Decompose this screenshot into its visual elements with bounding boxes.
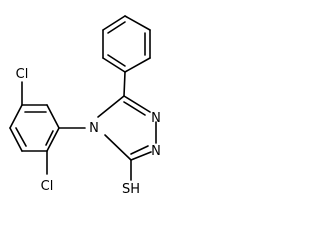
- thiol-label: SH: [122, 182, 140, 197]
- bond: [46, 127, 60, 152]
- double-bond-inner: [45, 130, 54, 146]
- bond: [104, 134, 132, 161]
- bond: [124, 57, 151, 73]
- nitrogen-label-ring: N: [89, 121, 99, 136]
- bond: [124, 15, 151, 31]
- chemical-structure-diagram: Cl Cl N N N SH: [9, 15, 161, 197]
- bond: [97, 95, 125, 118]
- bond-phenyl-triazole: [123, 71, 126, 97]
- phenyl-ring: [102, 15, 151, 73]
- triazole-ring: [97, 95, 157, 161]
- double-bond-inner: [107, 54, 126, 67]
- bond: [46, 104, 60, 129]
- bond: [102, 57, 126, 73]
- nitrogen-label-bottom-right: N: [151, 144, 161, 159]
- bond: [123, 95, 151, 113]
- double-bond-inner: [15, 127, 27, 147]
- chlorine-label-bottom: Cl: [41, 179, 54, 194]
- nitrogen-label-top-right: N: [151, 111, 161, 126]
- bond: [9, 104, 23, 129]
- dichlorophenyl-ring: [9, 104, 60, 152]
- bond: [102, 15, 126, 31]
- double-bond-inner: [123, 101, 146, 116]
- double-bond-inner: [107, 21, 126, 34]
- bond: [130, 151, 152, 161]
- chlorine-label-top: Cl: [16, 67, 29, 82]
- bond: [9, 127, 23, 152]
- double-bond-inner: [130, 145, 149, 155]
